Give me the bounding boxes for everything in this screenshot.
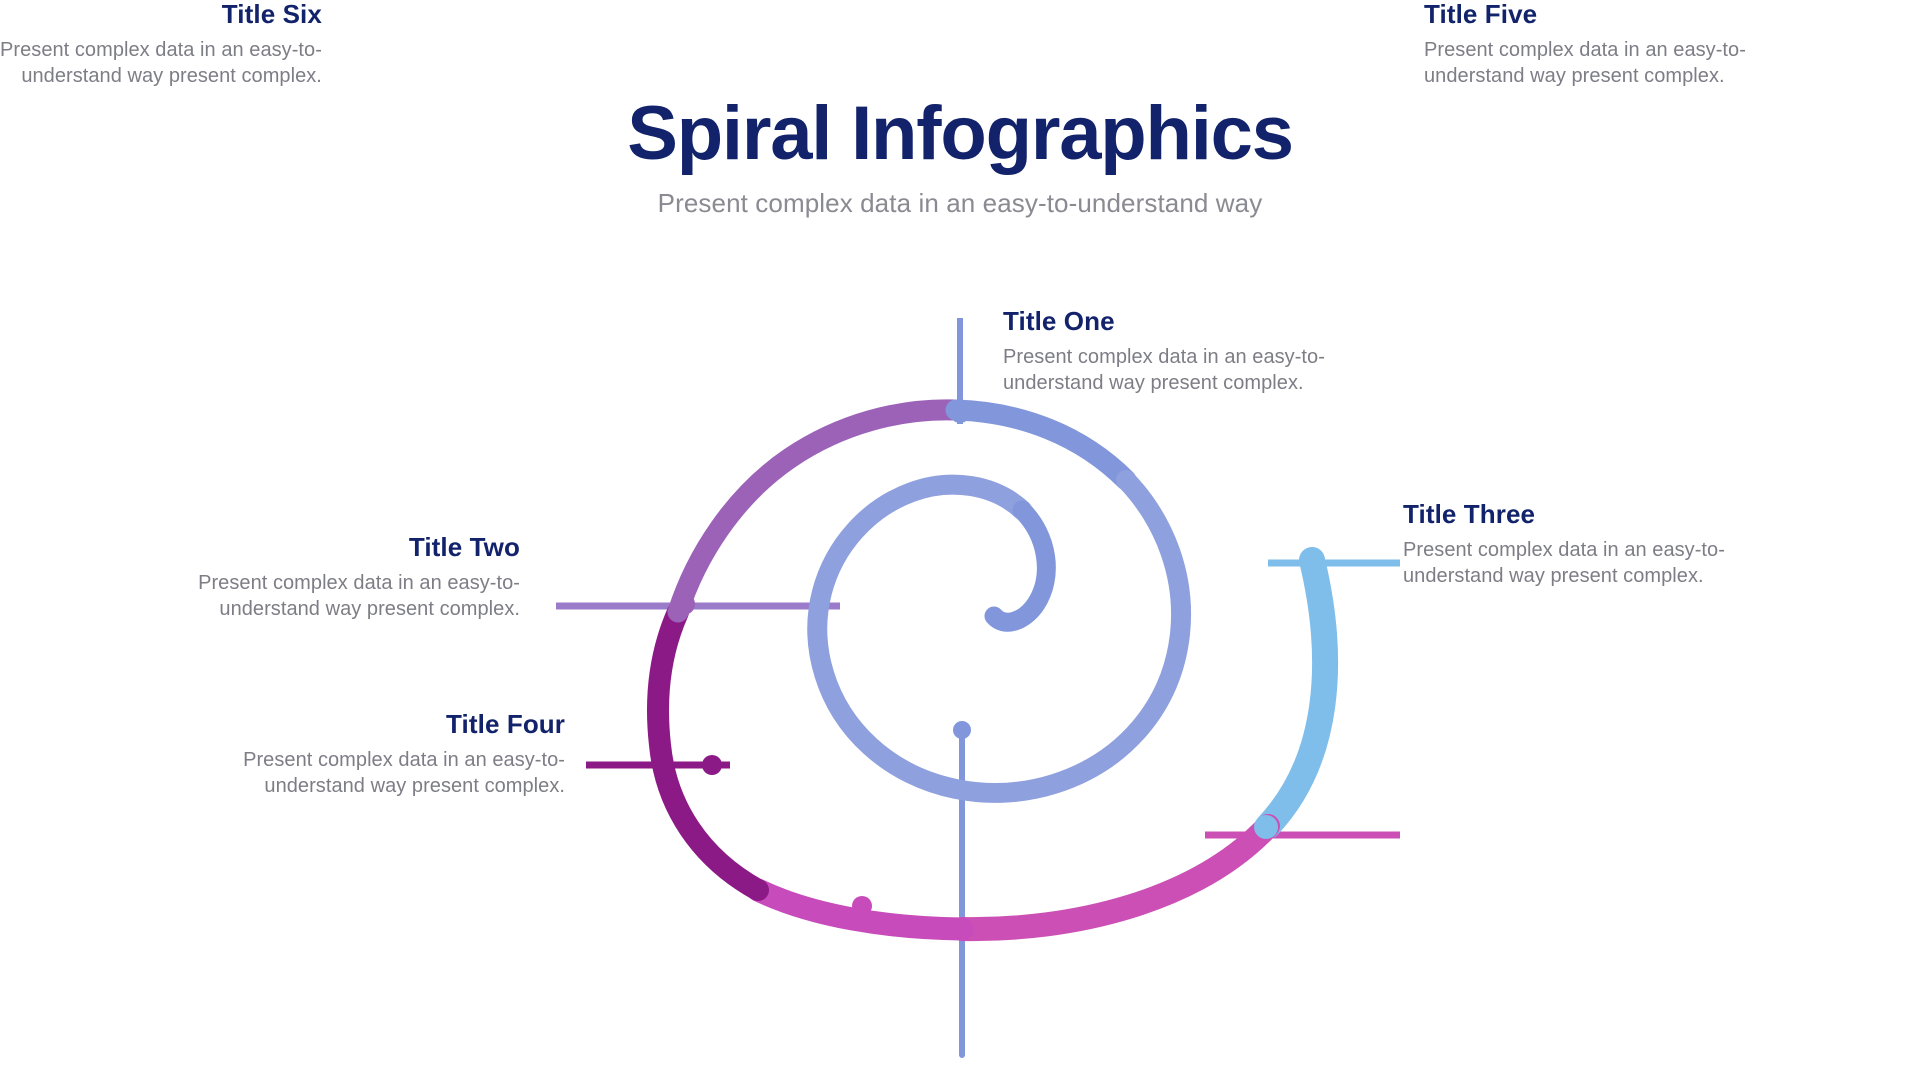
callout-title-one-body: Present complex data in an easy-to- unde… xyxy=(1003,344,1423,397)
callout-title-six-body-line-1: Present complex data in an easy-to- xyxy=(0,38,322,61)
marker-title-five[interactable] xyxy=(1254,815,1278,839)
marker-title-four[interactable] xyxy=(702,755,722,775)
callout-title-two-body-line-2: understand way present complex. xyxy=(219,598,520,621)
spiral-segment-two xyxy=(667,399,967,623)
page-subtitle: Present complex data in an easy-to-under… xyxy=(657,188,1263,218)
callout-title-two-heading: Title Two xyxy=(408,532,520,562)
spiral-segment-one xyxy=(945,399,1137,491)
marker-title-two[interactable] xyxy=(673,593,695,615)
spiral-segment-four xyxy=(647,601,769,901)
callout-title-one-body-line-2: understand way present complex. xyxy=(1003,372,1304,395)
callout-title-two-body-line-1: Present complex data in an easy-to- xyxy=(198,571,520,594)
callout-title-four[interactable]: Title Four Present complex data in an ea… xyxy=(155,709,565,800)
leader-lines xyxy=(556,318,1400,1058)
spiral-markers xyxy=(673,401,1324,916)
callout-title-one[interactable]: Title One Present complex data in an eas… xyxy=(1003,306,1423,397)
marker-title-one[interactable] xyxy=(949,401,971,423)
callout-title-five-body-line-1: Present complex data in an easy-to- xyxy=(1424,38,1746,61)
callout-title-three[interactable]: Title Three Present complex data in an e… xyxy=(1403,499,1823,590)
callout-title-two[interactable]: Title Two Present complex data in an eas… xyxy=(110,532,520,623)
callout-title-five-body-line-2: understand way present complex. xyxy=(1424,65,1725,88)
marker-title-six[interactable] xyxy=(852,896,872,916)
callout-title-three-body-line-1: Present complex data in an easy-to- xyxy=(1403,538,1725,561)
callout-title-two-body: Present complex data in an easy-to- unde… xyxy=(110,570,520,623)
callout-title-five-body: Present complex data in an easy-to- unde… xyxy=(1424,37,1746,90)
header: Spiral Infographics Present complex data… xyxy=(0,96,1920,219)
callout-title-four-heading: Title Four xyxy=(446,709,565,739)
callout-title-one-heading: Title One xyxy=(1003,306,1115,336)
callout-title-five[interactable]: Title Five Present complex data in an ea… xyxy=(1424,0,1746,90)
spiral-inner-turn-outer xyxy=(807,470,1191,803)
spiral-inner-tip xyxy=(984,500,1056,632)
callout-title-six[interactable]: Title Six Present complex data in an eas… xyxy=(0,0,322,90)
spiral-segment-five xyxy=(950,814,1280,942)
page-title: Spiral Infographics xyxy=(627,91,1294,176)
marker-title-three[interactable] xyxy=(1300,548,1324,572)
callout-title-four-body: Present complex data in an easy-to- unde… xyxy=(155,747,565,800)
callout-title-six-body-line-2: understand way present complex. xyxy=(21,65,322,88)
callout-title-one-body-line-1: Present complex data in an easy-to- xyxy=(1003,345,1325,368)
spiral-path-group xyxy=(647,399,1339,942)
callout-title-five-heading: Title Five xyxy=(1424,0,1538,29)
callout-title-three-heading: Title Three xyxy=(1403,499,1536,529)
spiral-segment-three xyxy=(1255,547,1339,839)
spiral-segment-six xyxy=(746,878,974,941)
marker-inner-node xyxy=(953,721,971,739)
callout-title-six-body: Present complex data in an easy-to- unde… xyxy=(0,37,322,90)
callout-title-six-heading: Title Six xyxy=(221,0,322,29)
callout-title-four-body-line-2: understand way present complex. xyxy=(264,775,565,798)
callout-title-three-body: Present complex data in an easy-to- unde… xyxy=(1403,537,1823,590)
callout-title-four-body-line-1: Present complex data in an easy-to- xyxy=(243,748,565,771)
callout-title-three-body-line-2: understand way present complex. xyxy=(1403,565,1704,588)
